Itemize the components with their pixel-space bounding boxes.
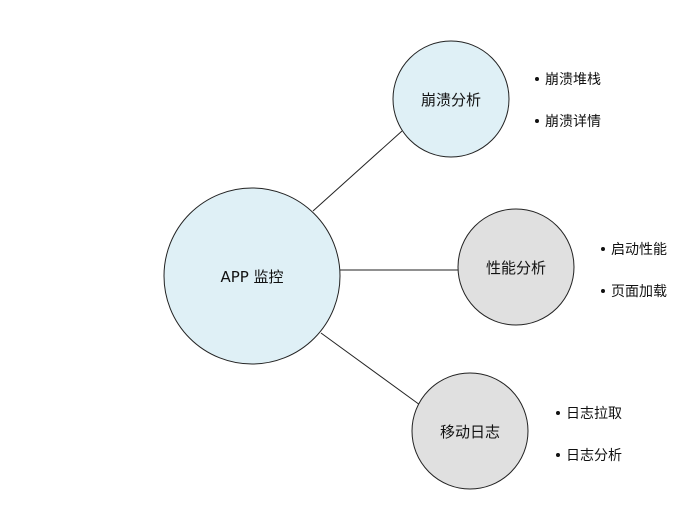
- branch-node-performance-analysis[interactable]: 性能分析: [457, 208, 575, 326]
- branch-node-label: 崩溃分析: [421, 91, 481, 109]
- bullet-dot: [601, 247, 605, 251]
- branch-node-label: 移动日志: [440, 423, 500, 441]
- branch-node-crash-analysis[interactable]: 崩溃分析: [392, 40, 510, 158]
- bullet-dot: [601, 289, 605, 293]
- list-item: 崩溃堆栈: [545, 72, 601, 88]
- edge-center-to-crash-analysis: [312, 130, 403, 212]
- branch-node-mobile-log[interactable]: 移动日志: [411, 372, 529, 490]
- bullet-dot: [556, 411, 560, 415]
- branch-items-crash-analysis: 崩溃堆栈 崩溃详情: [535, 72, 601, 130]
- center-node-circle: [163, 187, 341, 365]
- edge-center-to-mobile-log: [320, 332, 421, 406]
- list-item: 崩溃详情: [545, 114, 601, 130]
- branch-node-circle: [457, 208, 575, 326]
- bullet-dot: [535, 77, 539, 81]
- branch-items-mobile-log: 日志拉取 日志分析: [556, 406, 622, 464]
- list-item: 启动性能: [611, 242, 667, 258]
- bullet-dot: [535, 119, 539, 123]
- branch-node-label: 性能分析: [486, 259, 546, 277]
- list-item: 日志分析: [566, 448, 622, 464]
- branch-node-circle: [411, 372, 529, 490]
- branch-node-circle: [392, 40, 510, 158]
- list-item: 日志拉取: [566, 406, 622, 422]
- center-node[interactable]: APP 监控: [163, 187, 341, 365]
- list-item: 页面加载: [611, 284, 667, 300]
- center-node-label: APP 监控: [220, 268, 283, 286]
- branch-items-performance-analysis: 启动性能 页面加载: [601, 242, 667, 300]
- bullet-dot: [556, 453, 560, 457]
